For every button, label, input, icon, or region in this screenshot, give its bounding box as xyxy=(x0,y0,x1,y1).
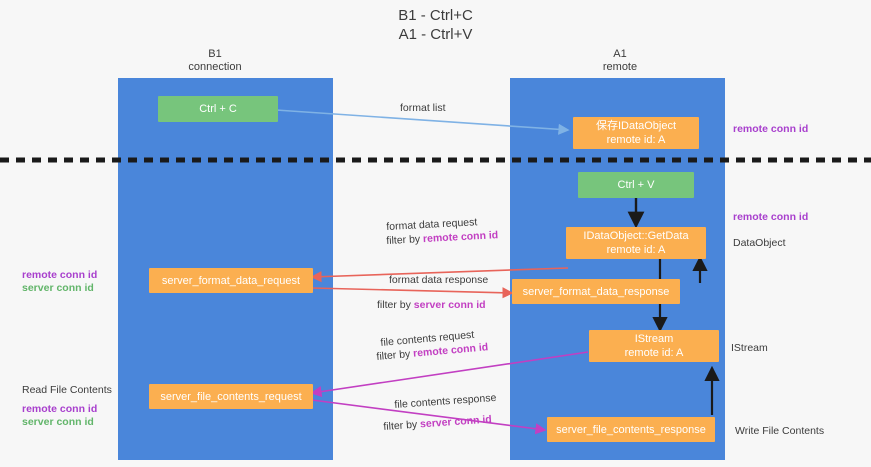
side-label-write-file-contents: Write File Contents xyxy=(735,425,825,437)
diagram-title-line-1: B1 - Ctrl+C xyxy=(398,7,473,24)
node-istream-label: IStream xyxy=(634,333,674,345)
edge-label-format-data-response: format data response xyxy=(389,274,489,286)
diagram-title: B1 - Ctrl+C A1 - Ctrl+V xyxy=(0,6,871,44)
node-ctrl-v[interactable]: Ctrl + V xyxy=(578,172,694,198)
node-server-format-data-response-label: server_format_data_response xyxy=(522,285,670,298)
edge-label-format-data-response-filter-prefix: filter by xyxy=(377,299,414,311)
node-idataobject-getdata-label: IDataObject::GetData xyxy=(583,230,689,242)
column-header-b1-line-1: B1 xyxy=(208,48,222,60)
edge-label-file-contents-response: file contents response xyxy=(394,391,497,411)
node-ctrl-c[interactable]: Ctrl + C xyxy=(158,96,278,122)
side-label-left-remote-conn-id-bottom: remote conn id xyxy=(22,403,98,415)
column-header-a1-line-1: A1 xyxy=(613,48,627,60)
edge-label-format-data-response-filter-value: server conn id xyxy=(413,299,486,311)
node-istream[interactable]: IStream remote id: A xyxy=(589,330,719,362)
node-server-file-contents-request-label: server_file_contents_request xyxy=(160,390,302,403)
node-server-file-contents-response-label: server_file_contents_response xyxy=(556,423,706,436)
edge-label-format-data-request-filter-value: remote conn id xyxy=(422,229,499,246)
side-label-left-server-conn-id-mid: server conn id xyxy=(22,282,94,294)
side-label-left-server-conn-id-bottom: server conn id xyxy=(22,416,94,428)
side-label-left-remote-conn-id-mid: remote conn id xyxy=(22,269,98,281)
node-idataobject-getdata[interactable]: IDataObject::GetData remote id: A xyxy=(566,227,706,259)
node-idataobject-stored[interactable]: 保存IDataObject remote id: A xyxy=(573,117,699,149)
side-label-remote-conn-id-top: remote conn id xyxy=(733,123,809,135)
side-label-dataobject: DataObject xyxy=(733,237,786,249)
node-ctrl-c-label: Ctrl + C xyxy=(199,103,237,115)
column-header-a1-line-2: remote xyxy=(602,61,638,73)
column-header-b1: B1 connection xyxy=(135,48,295,74)
column-header-a1: A1 remote xyxy=(540,48,700,74)
node-server-file-contents-request[interactable]: server_file_contents_request xyxy=(149,384,313,409)
edge-label-format-list: format list xyxy=(400,102,446,114)
side-label-read-file-contents: Read File Contents xyxy=(22,384,112,396)
node-server-format-data-request[interactable]: server_format_data_request xyxy=(149,268,313,293)
node-ctrl-v-label: Ctrl + V xyxy=(617,179,655,191)
edge-label-file-contents-response-filter-prefix: filter by xyxy=(383,418,421,433)
node-server-format-data-request-label: server_format_data_request xyxy=(161,274,301,287)
node-idataobject-stored-label: 保存IDataObject xyxy=(595,120,677,132)
node-istream-sublabel: remote id: A xyxy=(624,347,684,359)
node-idataobject-stored-sublabel: remote id: A xyxy=(606,134,666,146)
edge-label-format-data-response-filter: filter by server conn id xyxy=(377,299,486,312)
side-label-istream: IStream xyxy=(731,342,768,354)
edge-label-file-contents-request-filter-prefix: filter by xyxy=(376,347,414,363)
side-label-remote-conn-id-mid: remote conn id xyxy=(733,211,809,223)
node-server-file-contents-response[interactable]: server_file_contents_response xyxy=(547,417,715,442)
diagram-title-line-2: A1 - Ctrl+V xyxy=(398,26,473,43)
column-header-b1-line-2: connection xyxy=(188,61,242,73)
edge-label-format-data-request-filter-prefix: filter by xyxy=(386,233,424,247)
edge-label-file-contents-response-filter: filter by server conn id xyxy=(383,413,492,434)
edge-label-file-contents-response-filter-value: server conn id xyxy=(419,413,493,431)
node-idataobject-getdata-sublabel: remote id: A xyxy=(606,244,666,256)
node-server-format-data-response[interactable]: server_format_data_response xyxy=(512,279,680,304)
